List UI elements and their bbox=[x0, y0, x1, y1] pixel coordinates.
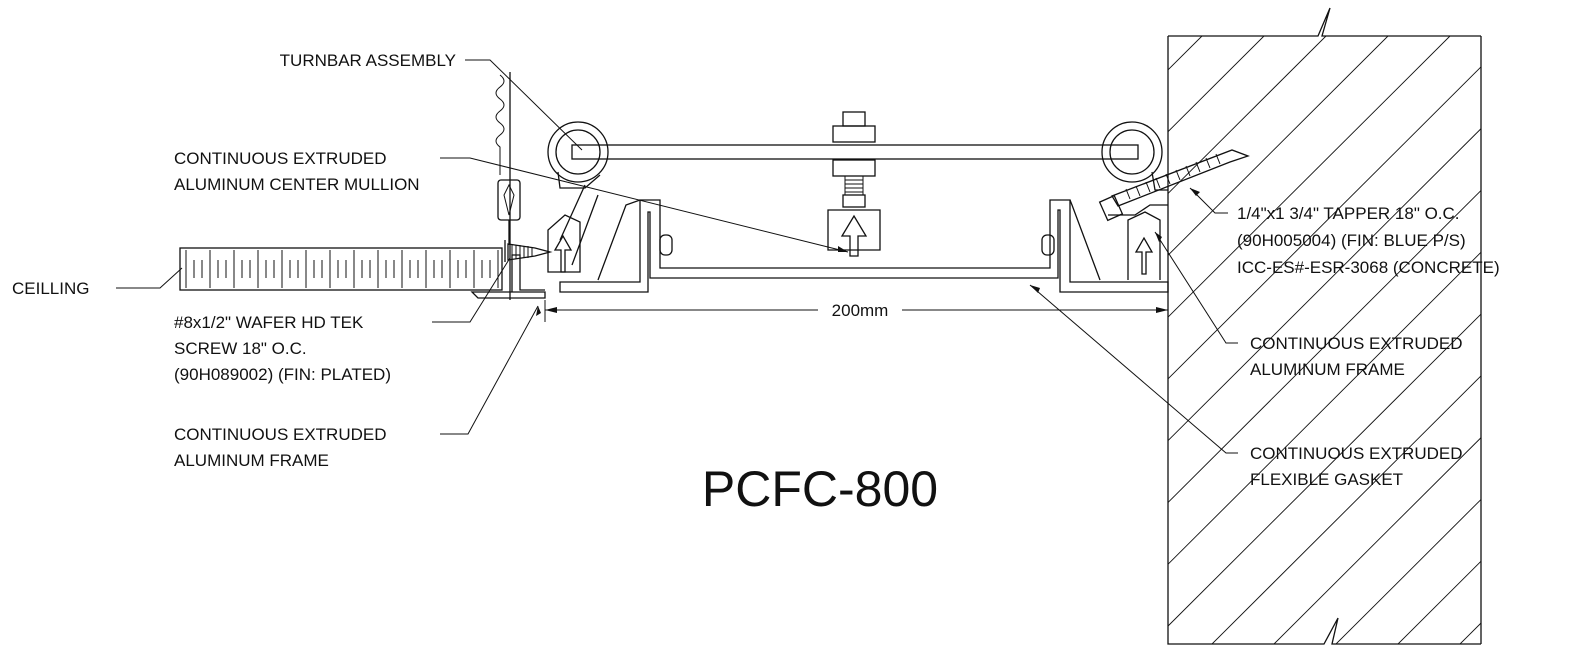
label-left-frame: CONTINUOUS EXTRUDED ALUMINUM FRAME bbox=[174, 425, 387, 470]
label-gasket-line1: CONTINUOUS EXTRUDED bbox=[1250, 444, 1463, 463]
right-turnbar-hook bbox=[1101, 121, 1168, 191]
label-gasket-line2: FLEXIBLE GASKET bbox=[1250, 470, 1403, 489]
hatch-line bbox=[1168, 189, 1481, 504]
label-right-frame: CONTINUOUS EXTRUDED ALUMINUM FRAME bbox=[1250, 334, 1463, 379]
label-center-mullion-line2: ALUMINUM CENTER MULLION bbox=[174, 175, 420, 194]
left-turnbar-hook bbox=[547, 121, 609, 189]
hatch-line bbox=[1211, 375, 1481, 644]
hatch-line bbox=[1459, 622, 1481, 644]
hatch-line bbox=[1584, 36, 1591, 644]
hatch-line bbox=[1168, 36, 1327, 195]
hatch-line bbox=[1522, 36, 1591, 644]
center-mullion bbox=[559, 199, 1169, 293]
label-tapper-line1: 1/4"x1 3/4" TAPPER 18" O.C. bbox=[1237, 204, 1460, 223]
label-ceiling-line1: CEILLING bbox=[12, 279, 89, 298]
hatch-line bbox=[1335, 498, 1481, 644]
hatch-line bbox=[468, 36, 1078, 644]
label-left-frame-line1: CONTINUOUS EXTRUDED bbox=[174, 425, 387, 444]
label-tek-screw-line1: #8x1/2" WAFER HD TEK bbox=[174, 313, 364, 332]
left-frame bbox=[470, 184, 599, 299]
ceiling-panel bbox=[179, 247, 503, 291]
label-tapper: 1/4"x1 3/4" TAPPER 18" O.C. (90H005004) … bbox=[1237, 204, 1500, 277]
label-left-frame-line2: ALUMINUM FRAME bbox=[174, 451, 329, 470]
hatch-line bbox=[1168, 36, 1389, 256]
hatch-line bbox=[1168, 36, 1451, 318]
ceiling-texture bbox=[185, 250, 499, 288]
label-right-frame-line1: CONTINUOUS EXTRUDED bbox=[1250, 334, 1463, 353]
concrete-wall bbox=[468, 7, 1591, 645]
wall-hatch bbox=[468, 36, 1591, 644]
hatch-line bbox=[530, 36, 1140, 644]
hatch-line bbox=[1168, 66, 1481, 380]
turnbar bbox=[571, 144, 1139, 160]
hatch-line bbox=[1273, 437, 1481, 644]
label-turnbar: TURNBAR ASSEMBLY bbox=[280, 51, 456, 70]
label-right-frame-line2: ALUMINUM FRAME bbox=[1250, 360, 1405, 379]
label-center-mullion: CONTINUOUS EXTRUDED ALUMINUM CENTER MULL… bbox=[174, 149, 420, 194]
hatch-line bbox=[1168, 313, 1481, 627]
hatch-line bbox=[1168, 251, 1481, 565]
dimension-line: 200mm bbox=[544, 300, 1169, 322]
label-tek-screw: #8x1/2" WAFER HD TEK SCREW 18" O.C. (90H… bbox=[174, 313, 391, 384]
tapper-screw bbox=[1098, 149, 1250, 222]
center-bolt bbox=[827, 111, 881, 257]
label-turnbar-line1: TURNBAR ASSEMBLY bbox=[280, 51, 456, 70]
label-tapper-line3: ICC-ES#-ESR-3068 (CONCRETE) bbox=[1237, 258, 1500, 277]
tek-screw bbox=[504, 240, 553, 262]
label-tek-screw-line3: (90H089002) (FIN: PLATED) bbox=[174, 365, 391, 384]
hatch-line bbox=[1168, 36, 1203, 71]
hatch-line bbox=[1168, 36, 1265, 133]
label-center-mullion-line1: CONTINUOUS EXTRUDED bbox=[174, 149, 387, 168]
leader-lines bbox=[116, 59, 1238, 454]
label-gasket: CONTINUOUS EXTRUDED FLEXIBLE GASKET bbox=[1250, 444, 1463, 489]
label-tek-screw-line2: SCREW 18" O.C. bbox=[174, 339, 307, 358]
label-tapper-line2: (90H005004) (FIN: BLUE P/S) bbox=[1237, 231, 1466, 250]
hanger-wire bbox=[495, 72, 521, 300]
label-ceiling: CEILLING bbox=[12, 279, 89, 298]
dimension-label: 200mm bbox=[832, 301, 889, 320]
drawing-title: PCFC-800 bbox=[702, 461, 938, 517]
wall-outline bbox=[1167, 7, 1482, 645]
hatch-line bbox=[1168, 128, 1481, 442]
